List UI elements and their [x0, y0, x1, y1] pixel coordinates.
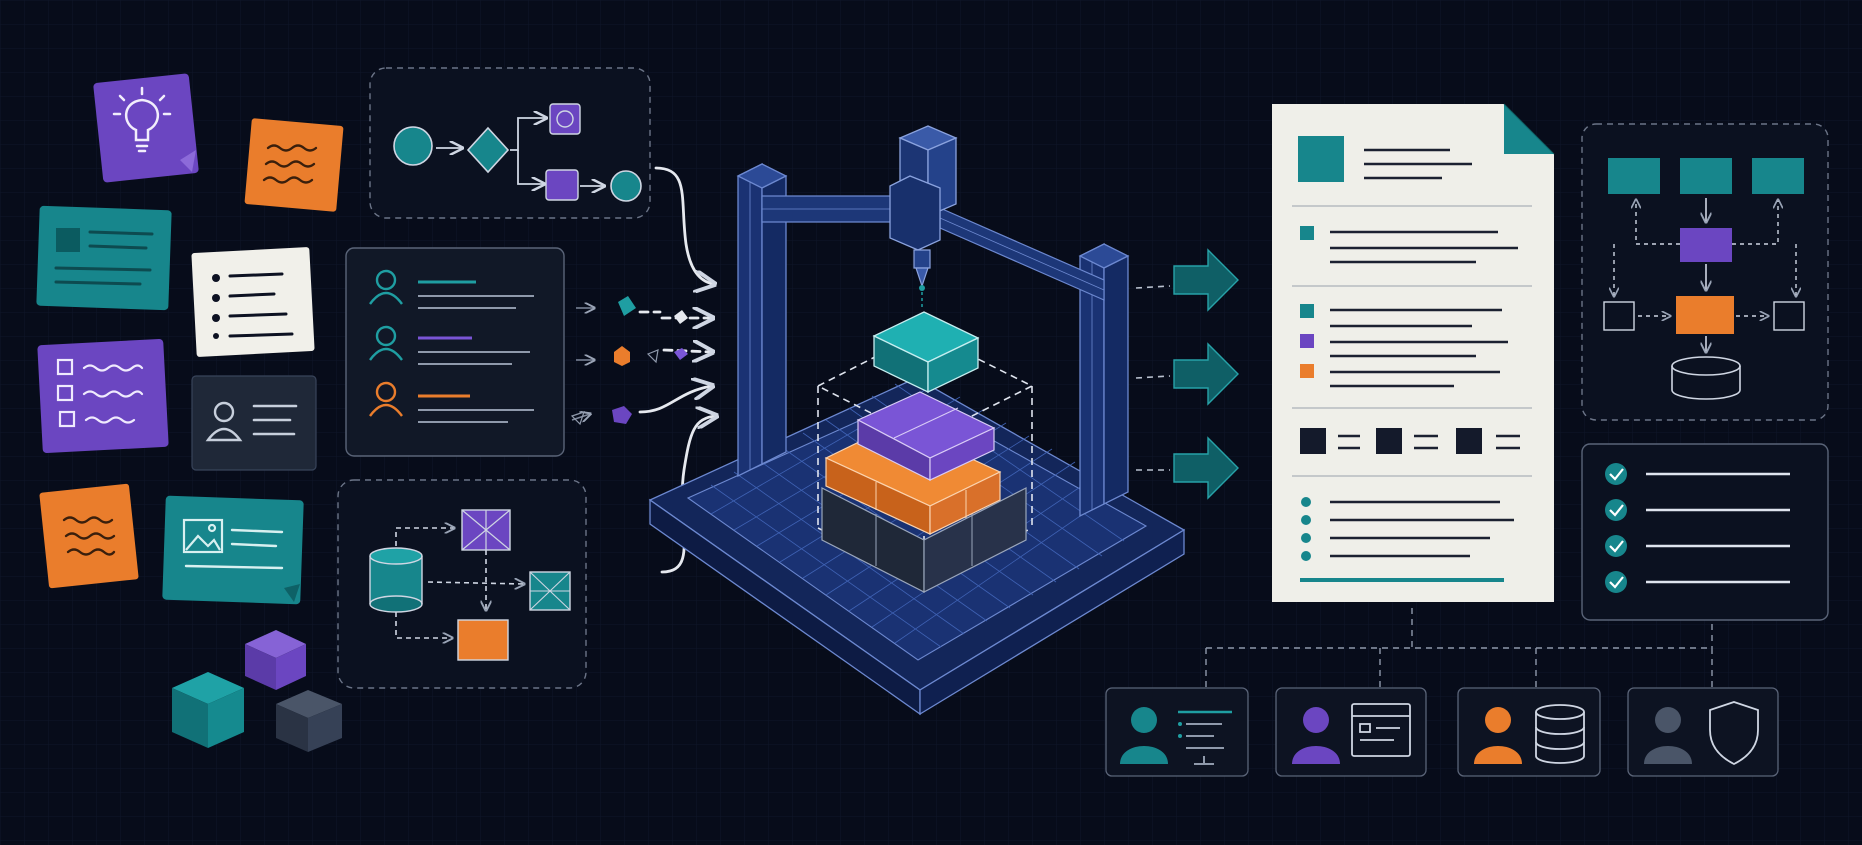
output-arrows [1173, 248, 1239, 500]
card-teal-document [36, 205, 172, 311]
card-teal-media [162, 495, 304, 605]
list-item [369, 269, 534, 309]
check-circle-icon [1605, 535, 1627, 557]
card-white-bullets [191, 247, 315, 357]
card-dark-profile [191, 375, 317, 471]
printer-3d [648, 125, 1186, 716]
cube-teal [172, 672, 244, 748]
shield-icon [1709, 701, 1759, 766]
cube-purple [245, 630, 306, 690]
data-flow-panel [337, 479, 587, 689]
monitor-icon [1178, 710, 1232, 765]
user-purple-icon [1292, 707, 1340, 764]
user-slate-icon [1644, 707, 1692, 764]
structured-document [1272, 103, 1555, 602]
database-icon [1535, 704, 1585, 764]
user-teal-icon [1120, 707, 1168, 764]
input-connectors [638, 166, 716, 574]
checklist-panel [1581, 443, 1829, 621]
user-teal-icon [369, 269, 403, 305]
printer-left-column [736, 162, 788, 478]
database-icon [1671, 356, 1741, 400]
user-card-monitor [1105, 687, 1249, 777]
user-card-browser [1275, 687, 1427, 777]
profile-list-panel [345, 247, 565, 457]
distribution-connectors [1205, 608, 1713, 688]
flying-fragments [570, 296, 688, 426]
lightbulb-icon [112, 86, 172, 153]
cube-slate [276, 690, 342, 752]
browser-window-icon [1351, 703, 1411, 757]
user-teal-icon [369, 325, 403, 361]
database-icon [369, 547, 423, 613]
sticky-note-idea [93, 73, 199, 183]
check-circle-icon [1605, 571, 1627, 593]
printed-blocks-purple [856, 391, 996, 481]
check-circle-icon [1605, 463, 1627, 485]
list-item [369, 381, 534, 423]
print-head [889, 125, 958, 308]
user-orange-icon [1474, 707, 1522, 764]
user-outline-icon [205, 401, 243, 442]
user-card-security [1627, 687, 1779, 777]
user-card-database [1457, 687, 1601, 777]
printed-blocks-slate [821, 487, 1027, 593]
printer-right-column [1078, 242, 1130, 518]
sticky-note-orange-top [244, 118, 344, 212]
flowchart-panel [369, 67, 651, 219]
output-dashes [1135, 285, 1171, 471]
user-orange-icon [369, 381, 403, 417]
printer-gantry [761, 195, 1105, 301]
printed-block-teal [872, 311, 980, 394]
check-circle-icon [1605, 499, 1627, 521]
card-purple-checklist [37, 338, 169, 454]
list-item [369, 325, 530, 365]
architecture-panel [1581, 123, 1829, 421]
sticky-note-orange-bottom [39, 483, 139, 589]
